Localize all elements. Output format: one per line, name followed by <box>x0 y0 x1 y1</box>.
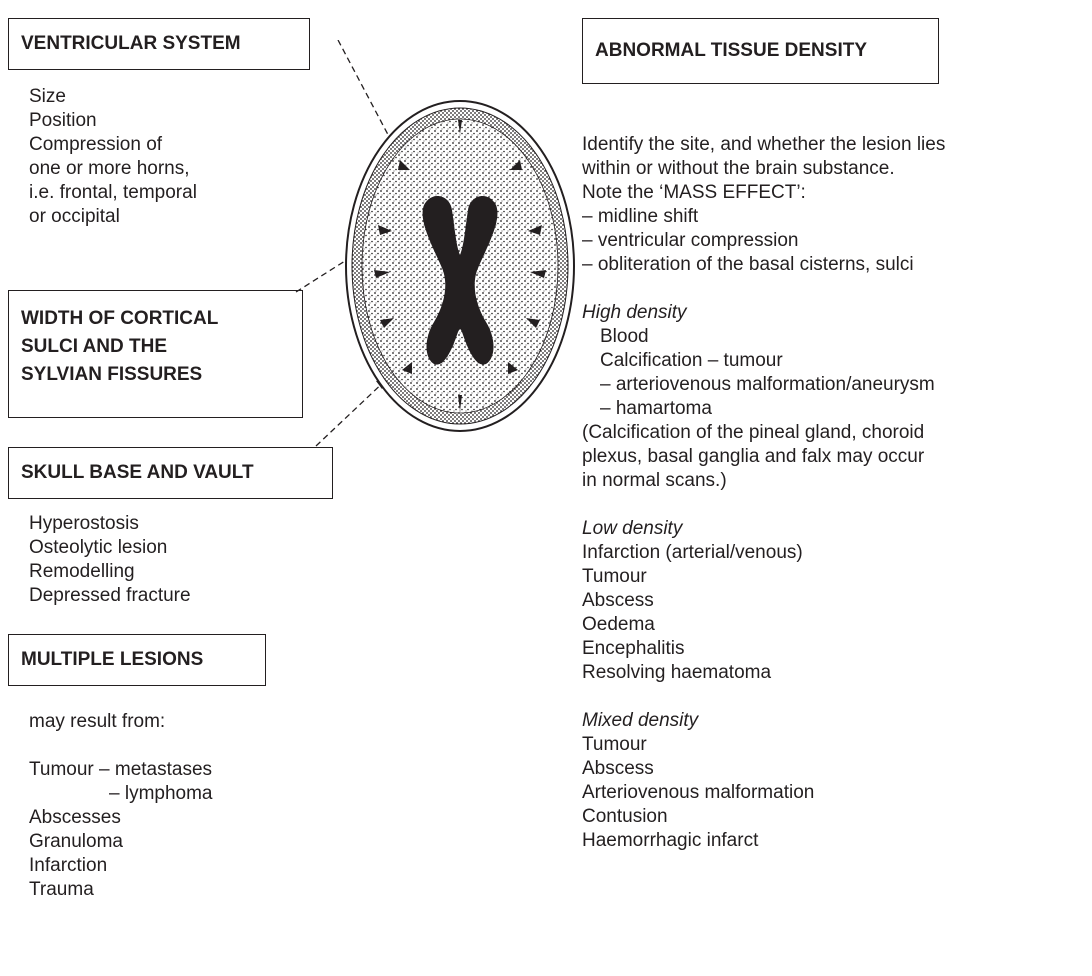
leader-line-sulci <box>295 234 387 293</box>
intro-line: – midline shift <box>582 206 699 227</box>
multiple-lesions-heading: MULTIPLE LESIONS <box>21 649 204 670</box>
cortical-sulci-heading-line: SULCI AND THE <box>21 336 168 357</box>
note-line: plexus, basal ganglia and falx may occur <box>582 446 925 467</box>
list-item: Tumour – metastases <box>29 759 213 780</box>
low-density-title: Low density <box>582 518 683 539</box>
list-item: Granuloma <box>29 831 123 852</box>
skull-heading: SKULL BASE AND VAULT <box>21 462 254 483</box>
spacer <box>582 277 945 301</box>
abnormal-density-heading-box: ABNORMAL TISSUE DENSITY <box>582 18 939 84</box>
abnormal-density-text: Identify the site, and whether the lesio… <box>582 133 945 853</box>
list-item: Contusion <box>582 806 668 827</box>
spacer <box>582 685 945 709</box>
list-item: Infarction <box>29 855 108 876</box>
list-item: Trauma <box>29 879 94 900</box>
list-item: Abscesses <box>29 807 121 828</box>
list-item: Arteriovenous malformation <box>582 782 815 803</box>
multiple-lesions-intro: may result from: <box>29 711 166 732</box>
note-line: (Calcification of the pineal gland, chor… <box>582 422 925 443</box>
spacer <box>582 493 945 517</box>
cortical-sulci-heading-line: SYLVIAN FISSURES <box>21 364 203 385</box>
abnormal-density-heading: ABNORMAL TISSUE DENSITY <box>595 40 868 61</box>
cortical-sulci-heading-box: WIDTH OF CORTICAL SULCI AND THE SYLVIAN … <box>8 290 303 418</box>
list-item: Calcification – tumour <box>600 350 783 371</box>
list-item: Resolving haematoma <box>582 662 772 683</box>
intro-line: Note the ‘MASS EFFECT’: <box>582 182 806 203</box>
skull-list: Hyperostosis Osteolytic lesion Remodelli… <box>29 512 191 608</box>
note-line: in normal scans.) <box>582 470 727 491</box>
list-item: Size <box>29 86 66 107</box>
multiple-lesions-list: may result from: Tumour – metastases – l… <box>29 710 213 902</box>
list-item: Blood <box>600 326 649 347</box>
list-item: – lymphoma <box>109 783 213 804</box>
list-item: one or more horns, <box>29 158 190 179</box>
list-item: Compression of <box>29 134 163 155</box>
lateral-ventricles <box>422 195 498 365</box>
intro-line: Identify the site, and whether the lesio… <box>582 134 946 155</box>
list-item: Tumour <box>582 734 647 755</box>
list-item: Infarction (arterial/venous) <box>582 542 803 563</box>
intro-line: within or without the brain substance. <box>582 158 895 179</box>
list-item: or occipital <box>29 206 120 227</box>
list-item: Tumour <box>582 566 647 587</box>
list-item: Osteolytic lesion <box>29 537 168 558</box>
intro-line: – obliteration of the basal cisterns, su… <box>582 254 914 275</box>
list-item: Encephalitis <box>582 638 685 659</box>
brain-ct-illustration <box>295 40 575 447</box>
ventricular-system-heading-box: VENTRICULAR SYSTEM <box>8 18 310 70</box>
leader-line-ventricles <box>337 40 433 219</box>
leader-line-skull <box>315 377 389 447</box>
list-item: Position <box>29 110 97 131</box>
ventricular-system-list: Size Position Compression of one or more… <box>29 85 197 229</box>
list-item: Depressed fracture <box>29 585 191 606</box>
cortical-sulci <box>374 120 546 411</box>
list-item: Abscess <box>582 758 654 779</box>
skull-heading-box: SKULL BASE AND VAULT <box>8 447 333 499</box>
list-item: i.e. frontal, temporal <box>29 182 197 203</box>
list-item: Haemorrhagic infarct <box>582 830 759 851</box>
list-item: – arteriovenous malformation/aneurysm <box>600 374 935 395</box>
list-item: Oedema <box>582 614 655 635</box>
spacer <box>29 734 213 758</box>
list-item: Hyperostosis <box>29 513 139 534</box>
intro-line: – ventricular compression <box>582 230 799 251</box>
multiple-lesions-heading-box: MULTIPLE LESIONS <box>8 634 266 686</box>
mixed-density-title: Mixed density <box>582 710 699 731</box>
high-density-title: High density <box>582 302 687 323</box>
ventricular-system-heading: VENTRICULAR SYSTEM <box>21 33 241 54</box>
list-item: Abscess <box>582 590 654 611</box>
cortical-sulci-heading-line: WIDTH OF CORTICAL <box>21 308 219 329</box>
list-item: Remodelling <box>29 561 135 582</box>
list-item: – hamartoma <box>600 398 712 419</box>
